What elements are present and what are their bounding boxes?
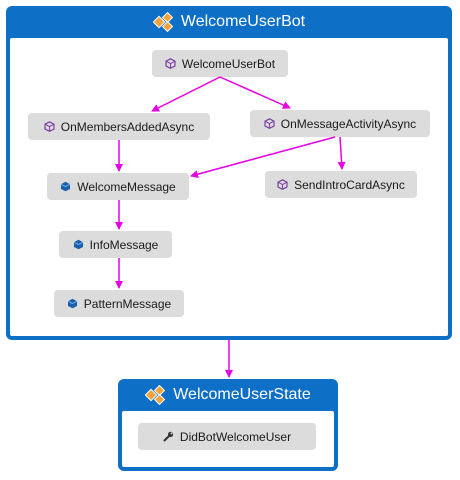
group-title: WelcomeUserBot xyxy=(180,13,306,30)
node-label: WelcomeUserBot xyxy=(181,56,276,71)
field-icon xyxy=(60,181,71,192)
field-icon xyxy=(67,298,78,309)
group-header-welcome-user-state: WelcomeUserState xyxy=(118,379,338,411)
node-welcome-user-bot[interactable]: WelcomeUserBot xyxy=(152,50,288,77)
method-icon xyxy=(277,179,288,190)
node-label: WelcomeMessage xyxy=(77,179,176,194)
node-label: OnMembersAddedAsync xyxy=(60,119,195,134)
field-icon xyxy=(73,239,84,250)
node-info-message[interactable]: InfoMessage xyxy=(59,231,172,258)
node-did-bot-welcome-user[interactable]: DidBotWelcomeUser xyxy=(138,423,316,450)
group-header-welcome-user-bot: WelcomeUserBot xyxy=(6,6,452,38)
node-label: DidBotWelcomeUser xyxy=(179,429,292,444)
node-send-intro-card-async[interactable]: SendIntroCardAsync xyxy=(265,171,417,198)
node-label: OnMessageActivityAsync xyxy=(280,116,417,131)
method-icon xyxy=(165,58,176,69)
group-title: WelcomeUserState xyxy=(173,386,311,403)
class-icon xyxy=(152,11,175,33)
method-icon xyxy=(264,118,275,129)
class-icon xyxy=(144,384,167,406)
node-on-message-activity-async[interactable]: OnMessageActivityAsync xyxy=(250,110,430,137)
node-pattern-message[interactable]: PatternMessage xyxy=(54,290,184,317)
node-label: SendIntroCardAsync xyxy=(294,177,405,192)
node-on-members-added-async[interactable]: OnMembersAddedAsync xyxy=(28,113,210,140)
node-label: InfoMessage xyxy=(89,237,159,252)
node-welcome-message[interactable]: WelcomeMessage xyxy=(47,173,189,200)
method-icon xyxy=(44,121,55,132)
property-icon xyxy=(163,431,174,442)
node-label: PatternMessage xyxy=(83,296,172,311)
